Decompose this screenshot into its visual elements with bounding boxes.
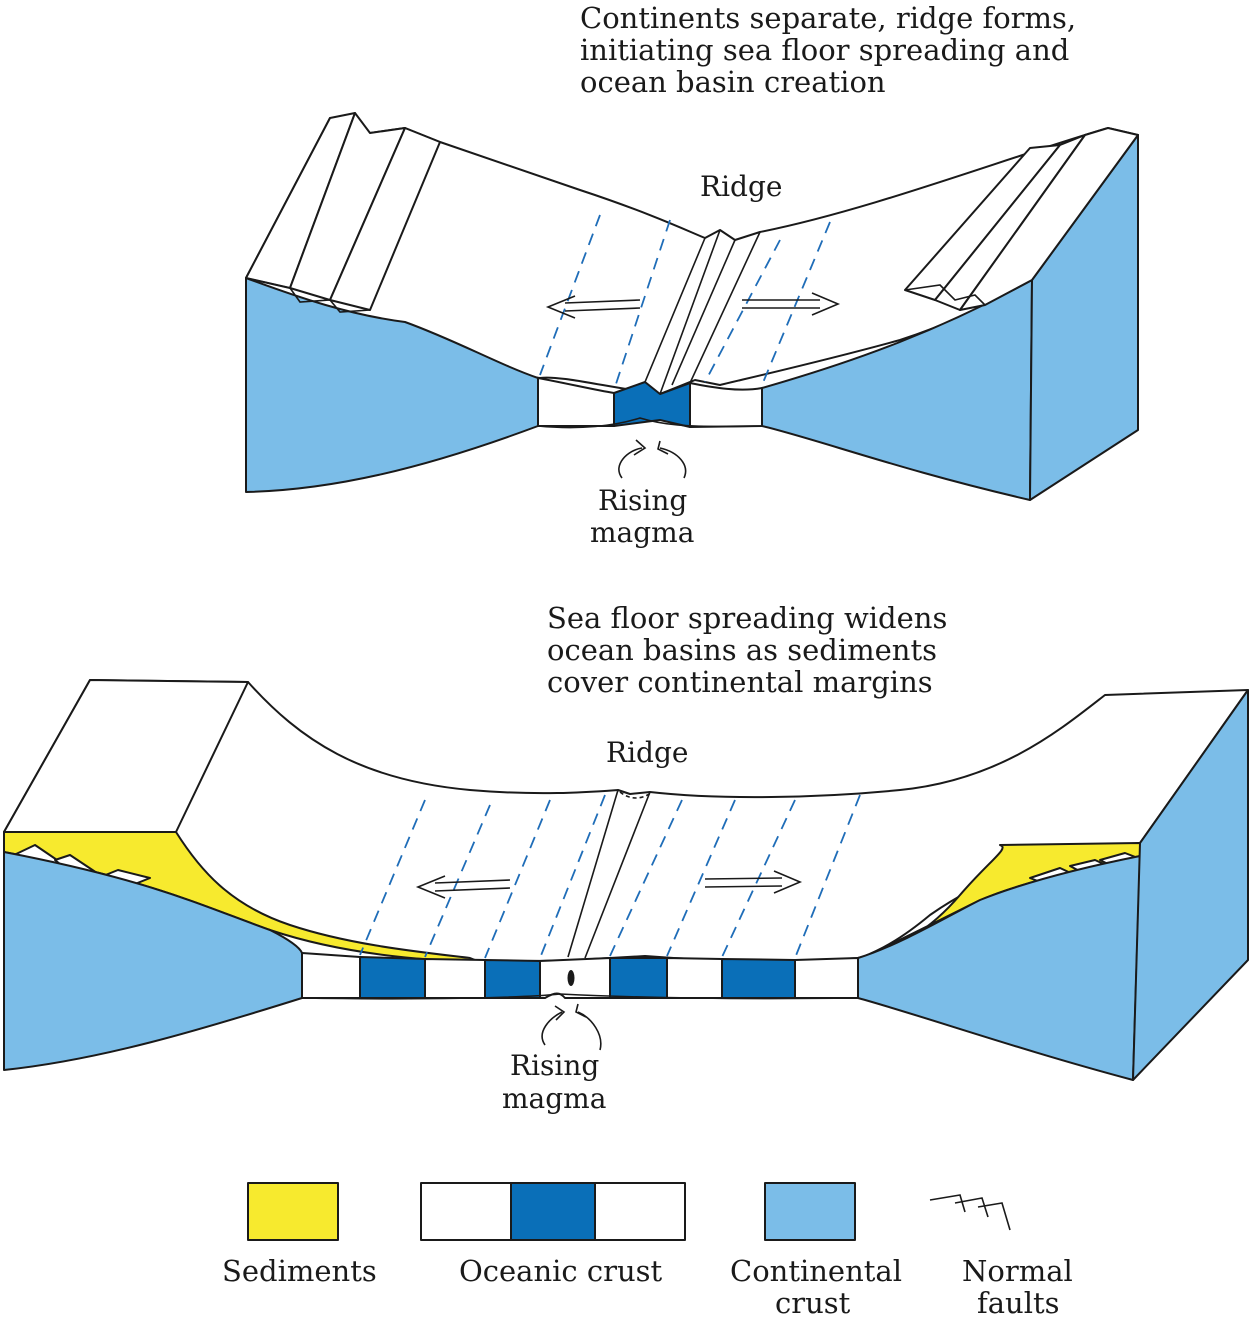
stage-2-magma-label-line-2: magma (502, 1082, 606, 1115)
stage-2-caption-line-2: ocean basins as sediments (547, 633, 937, 667)
legend-oceanic-white-right (594, 1182, 686, 1241)
stage-1-ridge-valley-right-wall (689, 231, 761, 384)
stage-1-rising-magma-arrows (618, 439, 687, 479)
legend-oceanic-white-left (420, 1182, 512, 1241)
stage-1-spreading-arrow-right (742, 292, 841, 316)
stage-1-ridge-valley-inner-left (659, 229, 721, 395)
stage-2-magma-label: Rising magma (502, 1049, 608, 1115)
legend-continental-line-2: crust (775, 1286, 851, 1320)
stage-2-magnetic-stripe-1 (359, 799, 426, 956)
normal-faults-icon (929, 1194, 1011, 1231)
stage-2-magnetic-stripe-6 (666, 799, 736, 957)
legend-continental-label: Continental crust (730, 1254, 911, 1320)
stage-1-left-fault-blocks (245, 112, 441, 313)
stage-2-caption: Sea floor spreading widens ocean basins … (547, 601, 957, 699)
stage-1-ridge-label: Ridge (700, 170, 782, 203)
stage-1-magma-label-line-1: Rising (598, 484, 687, 517)
stage-1-new-oceanic-crust (613, 381, 691, 428)
stage-2-spreading-arrow-left (415, 875, 511, 899)
legend-normal-faults-line-1: Normal (962, 1254, 1073, 1288)
stage-1-spreading-arrow-left (545, 295, 641, 319)
stage-2-magnetic-stripe-4 (539, 794, 606, 959)
legend: Sediments Oceanic crust Continental crus… (222, 1182, 1082, 1320)
stage-2-ridge-label: Ridge (606, 736, 688, 769)
stage-1-magnetic-stripe-2 (613, 219, 671, 391)
stage-1-caption: Continents separate, ridge forms, initia… (580, 1, 1085, 99)
stage-1-ridge-valley-inner-right (671, 239, 736, 386)
legend-sediments-label: Sediments (222, 1254, 377, 1288)
stage-1-left-continental-crust (245, 277, 539, 493)
stage-1-magma-label-line-2: magma (590, 516, 694, 549)
stage-1-right-oceanic-white (689, 382, 763, 428)
stage-1-caption-line-2: initiating sea floor spreading and (580, 33, 1069, 67)
stage-2-magnetic-stripe-2 (424, 804, 491, 958)
legend-sediments-swatch (247, 1182, 339, 1241)
stage-2-magnetic-stripe-8 (794, 794, 861, 959)
stage-1-right-fault-blocks (904, 127, 1139, 311)
stage-1-magnetic-stripe-3 (704, 239, 781, 383)
legend-oceanic-crust: Oceanic crust (420, 1182, 686, 1288)
legend-sediments: Sediments (222, 1182, 377, 1288)
legend-normal-faults-line-2: faults (977, 1286, 1060, 1320)
stage-1-magma-label: Rising magma (590, 484, 696, 549)
stage-2-block-diagram: Sea floor spreading widens ocean basins … (3, 601, 1249, 1115)
stage-2-right-side-face (1132, 689, 1249, 1081)
stage-2-magma-chamber (567, 970, 575, 986)
stage-2-ridge-valley-right-wall (584, 791, 651, 959)
stage-2-left-continental-crust (3, 851, 303, 1071)
stage-2-ridge-valley-left-wall (567, 789, 619, 958)
legend-oceanic-crust-label: Oceanic crust (459, 1254, 663, 1288)
legend-continental-line-1: Continental (730, 1254, 902, 1288)
stage-2-caption-line-3: cover continental margins (547, 665, 933, 699)
legend-continental-swatch (764, 1182, 856, 1241)
stage-1-caption-line-1: Continents separate, ridge forms, (580, 1, 1076, 35)
stage-2-ridge-crest-dash (619, 791, 653, 799)
stage-2-caption-line-1: Sea floor spreading widens (547, 601, 947, 635)
stage-1-base-line (537, 417, 763, 429)
legend-continental-crust: Continental crust (730, 1182, 911, 1320)
stage-2-base-line (301, 993, 859, 1000)
stage-2-magnetic-stripe-5 (609, 799, 683, 957)
stage-1-caption-line-3: ocean basin creation (580, 65, 886, 99)
stage-2-oceanic-crust-stripes (301, 952, 859, 999)
legend-oceanic-blue (510, 1182, 596, 1241)
legend-normal-faults: Normal faults (929, 1194, 1082, 1320)
stage-2-spreading-arrow-right (704, 870, 803, 894)
stage-2-rising-magma-arrows (541, 1003, 602, 1051)
stage-1-block-diagram: Continents separate, ridge forms, initia… (245, 1, 1139, 549)
stage-2-right-continental-crust (857, 855, 1141, 1081)
legend-normal-faults-label: Normal faults (962, 1254, 1082, 1320)
stage-1-magnetic-stripe-4 (761, 221, 831, 386)
stage-1-ridge-valley-left-wall (644, 237, 706, 383)
stage-2-magnetic-stripe-3 (484, 799, 551, 959)
stage-2-magma-label-line-1: Rising (510, 1049, 599, 1082)
stage-1-magnetic-stripe-1 (539, 214, 601, 376)
